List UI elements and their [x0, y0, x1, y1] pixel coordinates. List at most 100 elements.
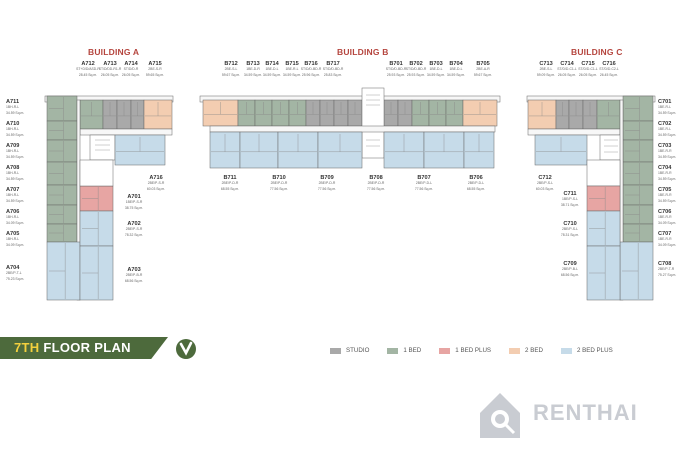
building-c-title: BUILDING C: [571, 47, 623, 57]
unit-area: 34.59 Sq.m.: [6, 132, 25, 137]
unit-code: C707: [658, 231, 672, 237]
legend-item-2-bed: 2 BED: [509, 347, 543, 354]
legend-label: 2 BED: [525, 347, 543, 354]
building-b-title: BUILDING B: [337, 47, 389, 57]
unit-type: ST/D/D-BD-R: [322, 67, 344, 72]
unit-code: C710: [563, 221, 577, 227]
floor-plan-label: FLOOR PLAN: [39, 340, 131, 355]
unit-type: ST/D/D-C2-L: [599, 67, 619, 72]
unit-area: 38.71 Sq.m.: [560, 202, 580, 207]
unit-area: 68.56 Sq.m.: [124, 278, 144, 283]
unit-type: 2BE/P-S-L: [561, 227, 579, 232]
unit-type: 1BE-D-L: [265, 67, 279, 72]
unit-area: 77.56 Sq.m.: [366, 186, 386, 191]
building-a-core: [89, 134, 116, 161]
unit-code: B702: [409, 61, 423, 67]
building-a-title: BUILDING A: [88, 47, 140, 57]
unit-code: B717: [326, 61, 340, 67]
unit-area: 34.09 Sq.m.: [6, 242, 25, 247]
legend-swatch: [439, 347, 451, 354]
legend-swatch: [509, 347, 521, 354]
unit-type: 1BH-R-L: [6, 127, 20, 132]
unit-type: 1BE/P-S-L: [561, 197, 579, 202]
unit-area: 28.45 Sq.m.: [78, 72, 98, 77]
unit-code: A704: [6, 265, 20, 271]
unit-type: ST/D/D-R: [123, 67, 139, 72]
unit-code: C701: [658, 99, 672, 105]
unit-type: ST/D/D-BD-R: [405, 67, 427, 72]
unit-area: 59.67 Sq.m.: [221, 72, 241, 77]
unit-area: 75.27 Sq.m.: [658, 272, 677, 277]
renthai-watermark-icon: [480, 393, 520, 438]
unit-type: 1BE-R-R: [658, 193, 672, 198]
unit-code: C716: [602, 61, 616, 67]
unit-code: B715: [285, 61, 299, 67]
unit-code: C712: [538, 175, 552, 181]
unit-area: 25.93 Sq.m.: [386, 72, 406, 77]
unit-code: A710: [6, 121, 20, 127]
unit-type: 2BE/P-D-R: [367, 181, 385, 186]
building-c-top-corridor: [527, 128, 621, 136]
floor-number: 7TH: [14, 340, 40, 355]
unit-code: B716: [304, 61, 318, 67]
unit-code: B710: [272, 175, 286, 181]
unit-area: 75.23 Sq.m.: [6, 276, 25, 281]
building-b-core: [361, 87, 385, 159]
unit-type: 2BE/P-T-R: [658, 267, 675, 272]
unit-type: 2BE-S-L: [539, 67, 553, 72]
unit-area: 25.83 Sq.m.: [323, 72, 343, 77]
unit-type: 1BE-D-L: [429, 67, 443, 72]
unit-type: ST/D/D-BD-R: [385, 67, 407, 72]
building-a-top-corridor: [79, 128, 173, 136]
unit-area: 68.55 Sq.m.: [466, 186, 486, 191]
unit-type: 2BE/P-S-R: [147, 181, 165, 186]
unit-code: B711: [223, 175, 237, 181]
brand-logo-icon: [176, 339, 196, 359]
legend-item-2-bed-plus: 2 BED PLUS: [560, 347, 613, 354]
unit-code: A714: [124, 61, 138, 67]
unit-code: B712: [224, 61, 238, 67]
unit-type: 1BE-R-L: [658, 105, 672, 110]
unit-type: 2BE/P-T-L: [6, 271, 22, 276]
unit-area: 34.59 Sq.m.: [426, 72, 446, 77]
unit-area: 59.65 Sq.m.: [145, 72, 165, 77]
unit-type: 1BE-R-R: [658, 215, 672, 220]
unit-area: 34.59 Sq.m.: [6, 110, 25, 115]
unit-type: 1BE-R-R: [658, 237, 672, 242]
unit-code: A701: [127, 194, 141, 200]
legend-swatch: [387, 347, 399, 354]
unit-area: 25.93 Sq.m.: [406, 72, 426, 77]
unit-type: 2BE/P-B-L: [561, 267, 579, 272]
unit-code: C708: [658, 261, 672, 267]
unit-code: A707: [6, 187, 20, 193]
unit-code: B713: [246, 61, 260, 67]
legend-label: 1 BED PLUS: [455, 347, 492, 354]
unit-code: A709: [6, 143, 20, 149]
unit-type: 1BH-R-L: [6, 171, 20, 176]
unit-type: 1BH-R-L: [6, 215, 20, 220]
unit-area: 78.32 Sq.m.: [124, 232, 144, 237]
unit-code: B708: [369, 175, 383, 181]
unit-area: 59.09 Sq.m.: [536, 72, 556, 77]
unit-code: C705: [658, 187, 672, 193]
